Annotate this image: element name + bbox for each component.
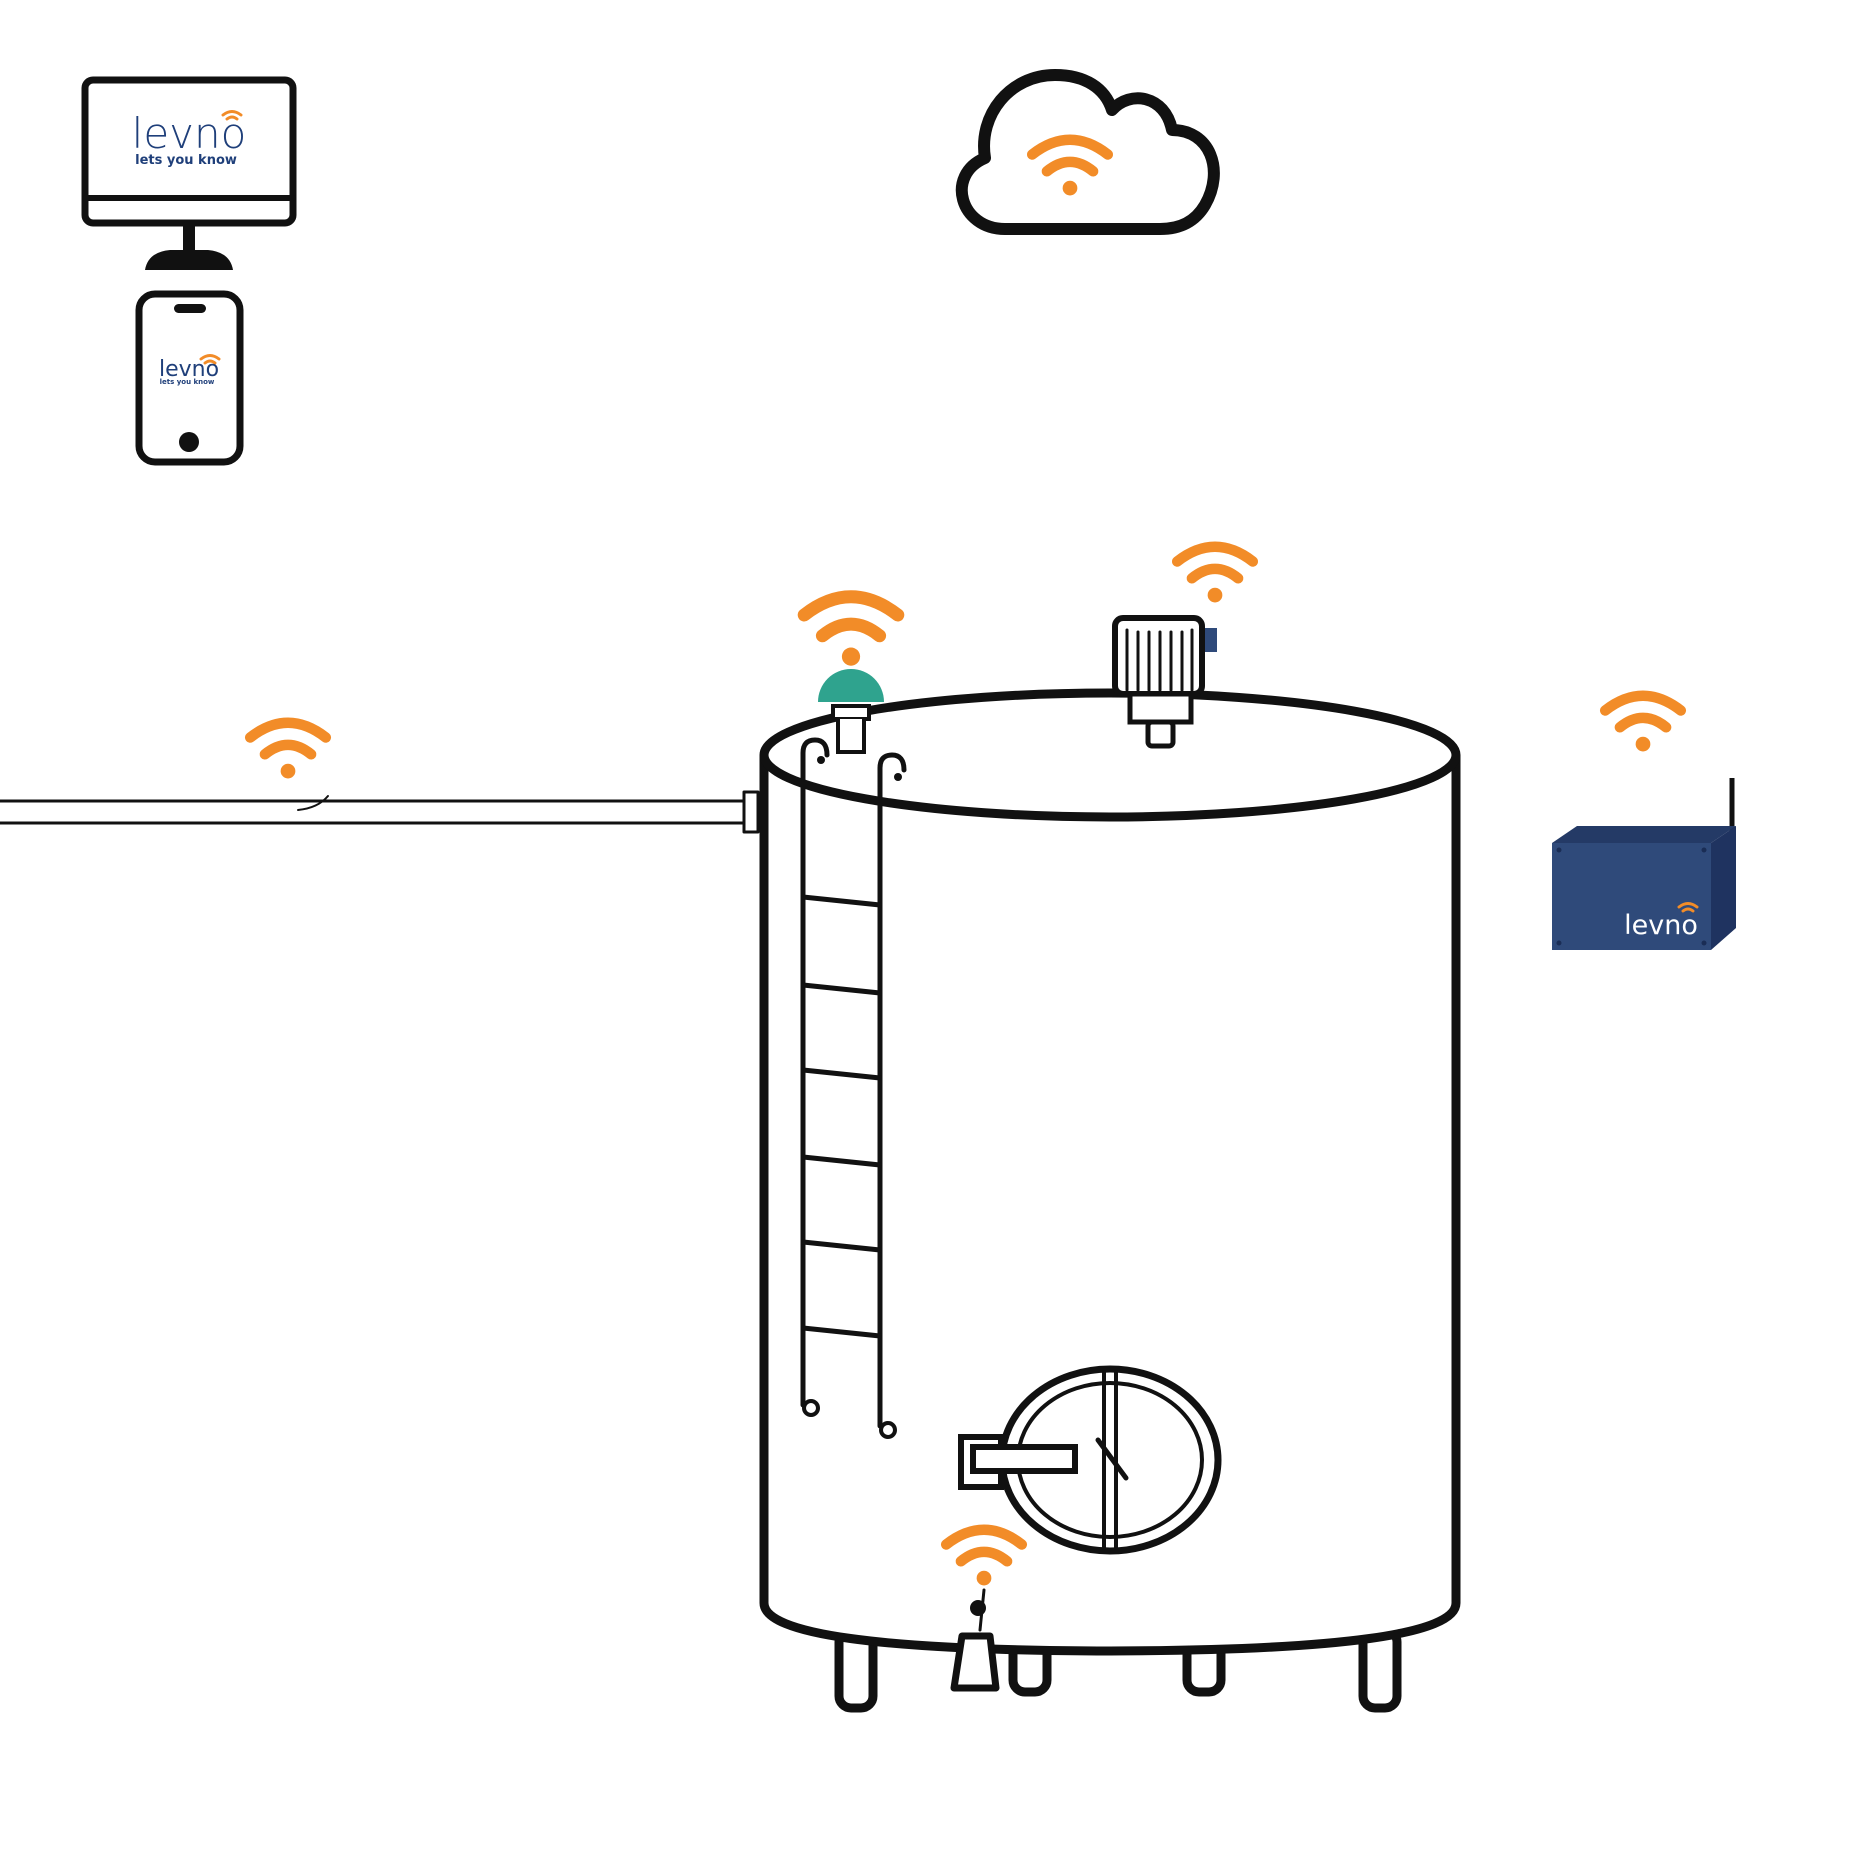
outlet-sensor-icon <box>950 1588 1000 1692</box>
level-sensor-wifi-icon <box>804 597 898 666</box>
gateway-logo: levno <box>1624 910 1698 941</box>
cloud-icon <box>955 69 1220 235</box>
pipe-sensor-wifi-icon <box>250 723 326 779</box>
phone-icon: levno lets you know <box>135 290 244 466</box>
monitor-logo: levno <box>132 109 247 158</box>
monitor-icon: levno lets you know <box>81 76 297 270</box>
level-sensor-icon <box>818 669 884 754</box>
manhole-icon <box>958 1365 1222 1555</box>
gateway-icon: levno <box>1552 778 1736 950</box>
phone-logo: levno <box>159 357 219 382</box>
monitor-tagline: lets you know <box>135 153 237 168</box>
pipe <box>0 790 760 834</box>
tank-icon <box>759 688 1461 1656</box>
agitator-wifi-icon <box>1177 547 1253 603</box>
gateway-wifi-icon <box>1605 696 1681 752</box>
ladder-icon <box>800 737 907 1439</box>
phone-tagline: lets you know <box>160 378 215 386</box>
agitator-sensor-icon <box>1112 615 1217 749</box>
